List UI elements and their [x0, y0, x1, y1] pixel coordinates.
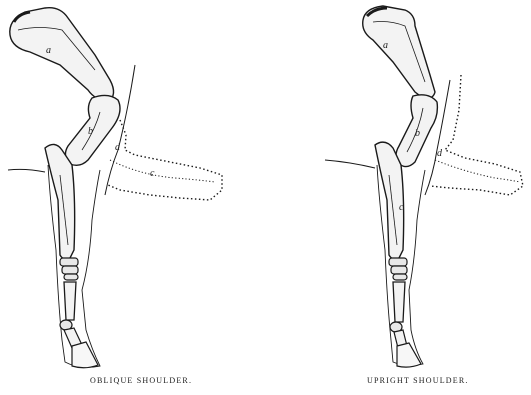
label-d: d: [437, 148, 443, 159]
body-contour-line: [325, 160, 375, 168]
hoof: [397, 343, 421, 367]
label-c: c: [399, 202, 404, 213]
label-b: b: [415, 128, 420, 139]
figure-oblique-shoulder: a b c d OBLIQUE SHOULDER.: [0, 0, 265, 395]
scapula-bone: [363, 6, 435, 98]
scapula-bone: [10, 8, 114, 102]
label-a: a: [46, 45, 51, 56]
body-contour-line: [8, 169, 45, 172]
upright-shoulder-engraving: a b c d: [265, 0, 531, 395]
dotted-muscle-outline: [108, 120, 222, 200]
figure-upright-shoulder: a b c d UPRIGHT SHOULDER.: [265, 0, 531, 395]
cannon-bone: [64, 282, 76, 320]
label-b: b: [88, 126, 93, 137]
label-a: a: [383, 40, 388, 51]
forearm-bone: [45, 144, 75, 259]
label-c: c: [150, 168, 155, 179]
carpal-bones: [60, 258, 78, 280]
label-d: d: [115, 142, 121, 153]
caption-upright-shoulder: UPRIGHT SHOULDER.: [367, 376, 469, 385]
dotted-inner-outline: [110, 160, 215, 182]
hoof: [72, 342, 98, 368]
cannon-bone: [393, 282, 405, 322]
caption-oblique-shoulder: OBLIQUE SHOULDER.: [90, 376, 192, 385]
dotted-muscle-outline: [430, 75, 523, 195]
dotted-inner-outline: [435, 160, 520, 182]
oblique-shoulder-engraving: a b c d: [0, 0, 265, 395]
carpal-bones: [389, 258, 407, 280]
